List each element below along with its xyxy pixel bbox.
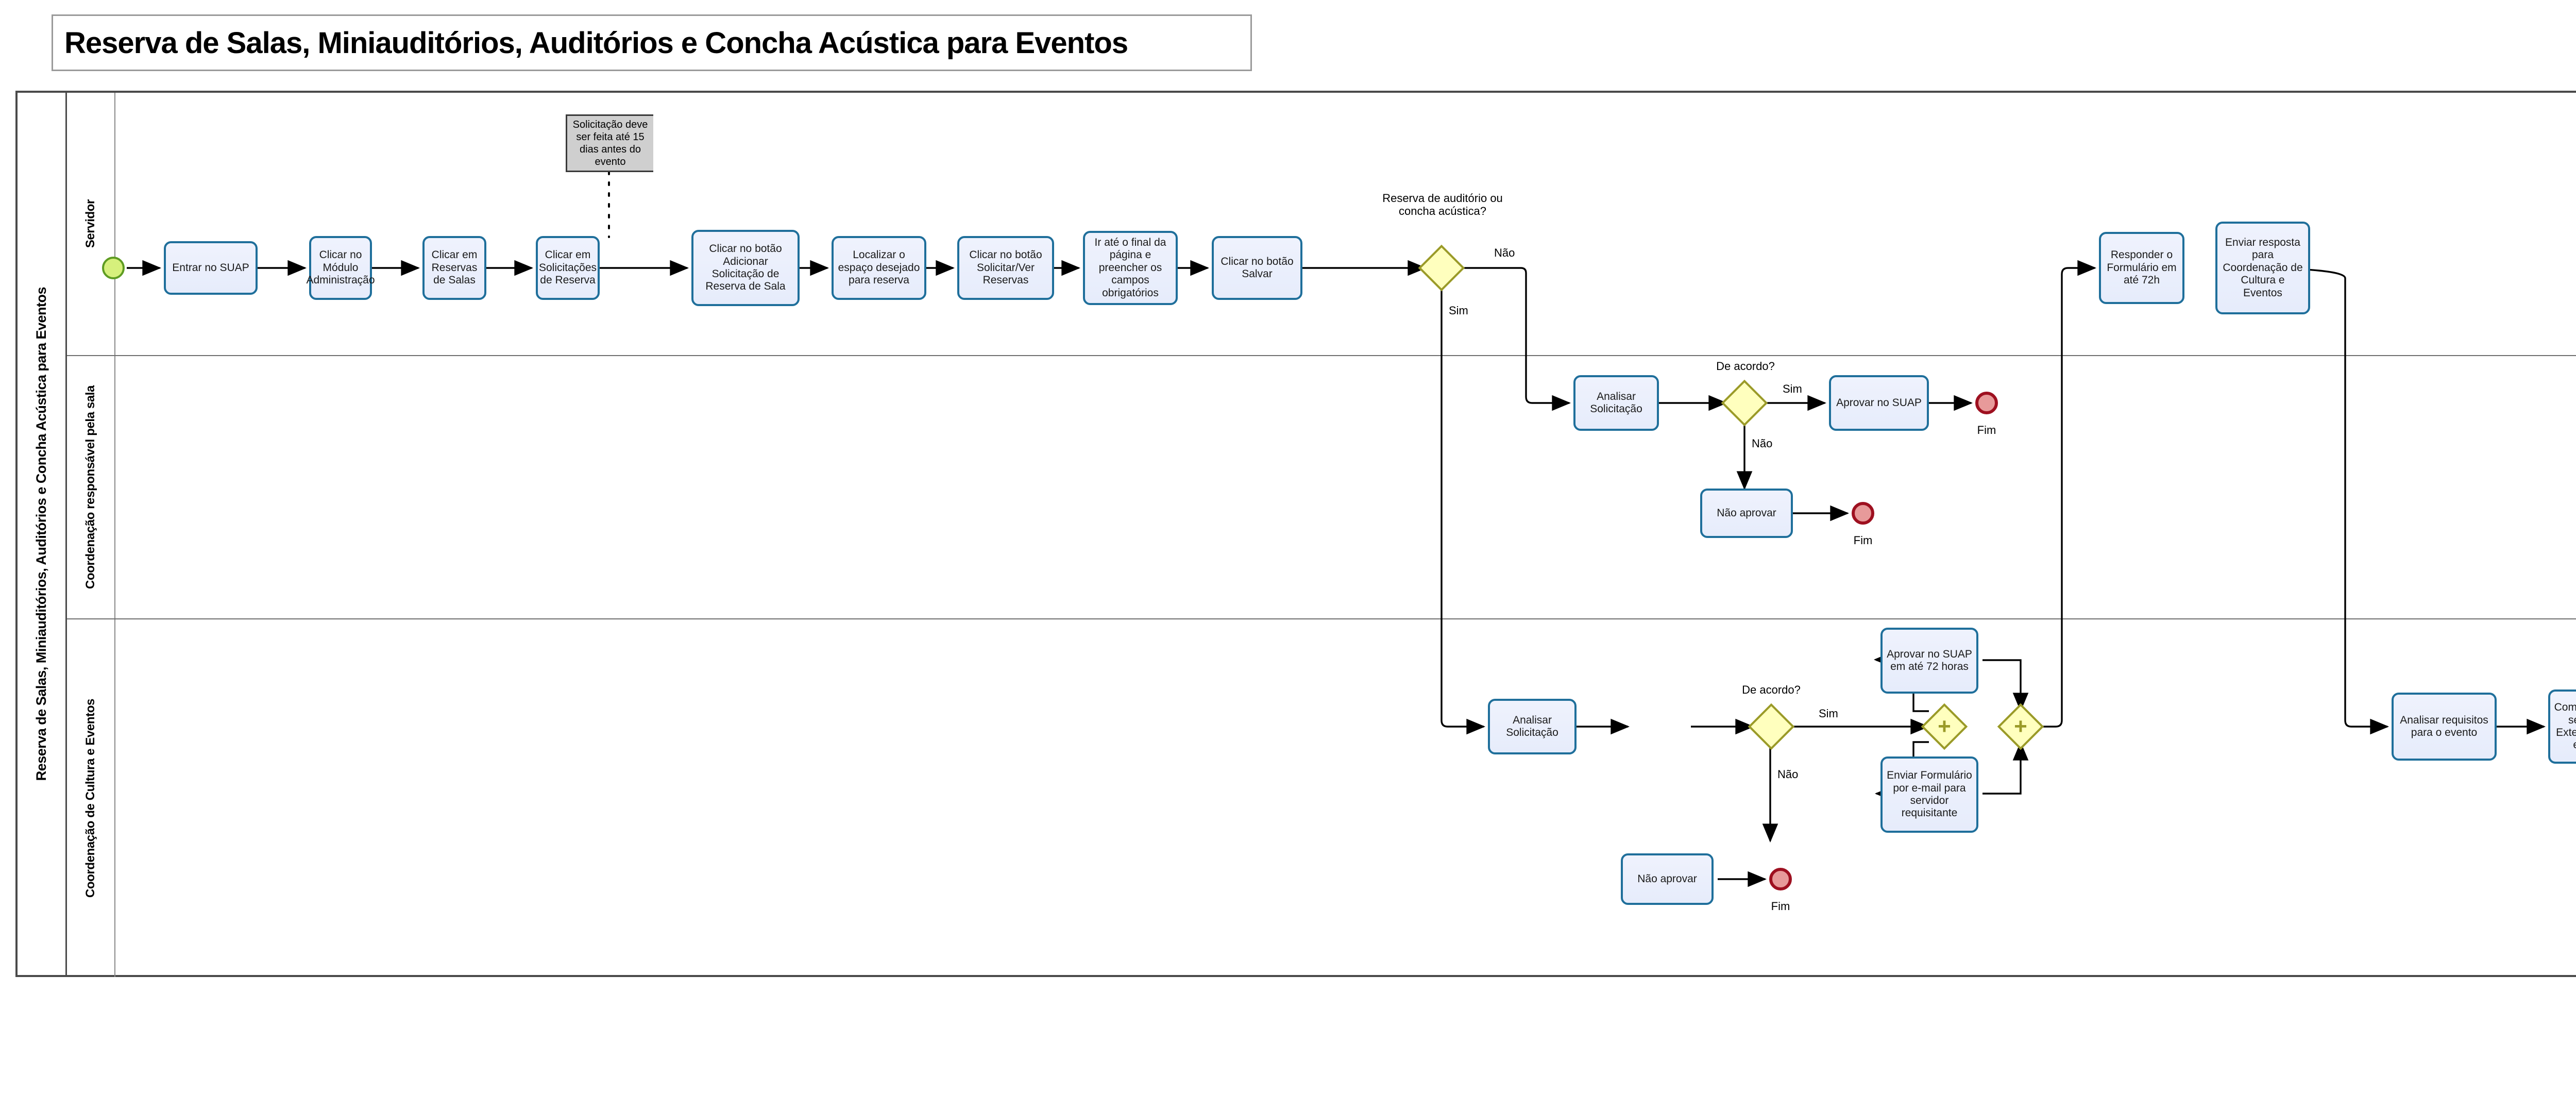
task-clicar-adicionar-solicitacao[interactable]: Clicar no botão Adicionar Solicitação de…	[691, 230, 800, 306]
end-event-aprovar-suap-label: Fim	[1977, 424, 1996, 436]
end-event-nao-aprovar-sala-label: Fim	[1853, 534, 1873, 547]
gateway-parallel-join[interactable]: +	[1997, 703, 2044, 750]
task-clicar-solicitar-ver-reservas[interactable]: Clicar no botão Solicitar/Ver Reservas	[957, 236, 1054, 300]
end-event-nao-aprovar-sala[interactable]	[1852, 502, 1874, 525]
lane-header-coordenacao-sala: Coordenação responsável pela sala	[67, 356, 115, 618]
task-analisar-requisitos-evento[interactable]: Analisar requisitos para o evento	[2392, 693, 2497, 761]
lane-header-servidor: Servidor	[67, 93, 115, 355]
flow-label-reserva-nao: Não	[1494, 246, 1515, 259]
annotation-prazo-15-dias: Solicitação deve ser feita até 15 dias a…	[566, 114, 653, 172]
lane-label-servidor: Servidor	[83, 199, 97, 248]
task-aprovar-no-suap[interactable]: Aprovar no SUAP	[1829, 375, 1929, 431]
lane-coordenacao-cultura: Coordenação de Cultura e Eventos	[67, 619, 2576, 977]
gateway-parallel-split[interactable]: +	[1921, 703, 1968, 750]
task-clicar-solicitacoes-de-reserva[interactable]: Clicar em Solicitações de Reserva	[536, 236, 600, 300]
task-preencher-campos-obrigatorios[interactable]: Ir até o final da página e preencher os …	[1083, 231, 1178, 305]
end-event-aprovar-suap[interactable]	[1975, 392, 1998, 414]
flow-label-acordo-sala-sim: Sim	[1783, 382, 1802, 395]
flow-label-acordo-sala-nao: Não	[1752, 437, 1773, 450]
flow-label-reserva-sim: Sim	[1449, 304, 1468, 317]
task-clicar-reservas-de-salas[interactable]: Clicar em Reservas de Salas	[422, 236, 486, 300]
end-event-nao-aprovar-cultura-label: Fim	[1771, 900, 1790, 913]
bpmn-pool: Reserva de Salas, Miniauditórios, Auditó…	[15, 91, 2576, 977]
task-aprovar-suap-72-horas[interactable]: Aprovar no SUAP em até 72 horas	[1880, 628, 1978, 694]
flow-label-acordo-cultura-nao: Não	[1777, 768, 1799, 781]
gateway-de-acordo-sala-label: De acordo?	[1716, 360, 1775, 373]
end-event-nao-aprovar-cultura[interactable]	[1769, 868, 1792, 890]
lane-servidor: Servidor	[67, 93, 2576, 356]
task-clicar-modulo-administracao[interactable]: Clicar no Módulo Administração	[306, 236, 375, 300]
task-enviar-formulario-email[interactable]: Enviar Formulário por e-mail para servid…	[1880, 756, 1978, 833]
lane-label-coordenacao-sala: Coordenação responsável pela sala	[83, 385, 97, 589]
task-responder-formulario-72h[interactable]: Responder o Formulário em até 72h	[2099, 232, 2184, 304]
plus-icon: +	[2014, 714, 2027, 739]
task-clicar-botao-salvar[interactable]: Clicar no botão Salvar	[1212, 236, 1302, 300]
task-entrar-no-suap[interactable]: Entrar no SUAP	[164, 241, 258, 295]
gateway-de-acordo-cultura-label: De acordo?	[1742, 683, 1801, 696]
page-title: Reserva de Salas, Miniauditórios, Auditó…	[64, 26, 1128, 60]
plus-icon: +	[1938, 714, 1951, 739]
lane-coordenacao-sala: Coordenação responsável pela sala	[67, 356, 2576, 619]
task-enviar-resposta-coordenacao[interactable]: Enviar resposta para Coordenação de Cult…	[2215, 222, 2310, 314]
task-comunicar-extensao[interactable]: Comunicar ao setor da Extensão por e-mai…	[2548, 689, 2576, 764]
gateway-reserva-auditorio[interactable]	[1418, 244, 1465, 292]
gateway-de-acordo-cultura[interactable]	[1748, 703, 1795, 750]
task-analisar-solicitacao-sala[interactable]: Analisar Solicitação	[1573, 375, 1659, 431]
gateway-reserva-auditorio-label: Reserva de auditório ou concha acústica?	[1382, 192, 1503, 218]
lane-label-coordenacao-cultura: Coordenação de Cultura e Eventos	[83, 699, 97, 898]
lane-header-coordenacao-cultura: Coordenação de Cultura e Eventos	[67, 619, 115, 977]
pool-label: Reserva de Salas, Miniauditórios, Auditó…	[33, 287, 49, 781]
task-analisar-solicitacao-cultura[interactable]: Analisar Solicitação	[1488, 699, 1577, 754]
pool-header: Reserva de Salas, Miniauditórios, Auditó…	[18, 93, 67, 975]
task-localizar-espaco[interactable]: Localizar o espaço desejado para reserva	[832, 236, 926, 300]
flow-label-acordo-cultura-sim: Sim	[1819, 707, 1838, 720]
task-nao-aprovar-cultura[interactable]: Não aprovar	[1621, 853, 1714, 905]
task-nao-aprovar-sala[interactable]: Não aprovar	[1700, 489, 1793, 538]
gateway-de-acordo-sala[interactable]	[1721, 379, 1768, 427]
start-event[interactable]	[102, 257, 125, 279]
diagram-title-box: Reserva de Salas, Miniauditórios, Auditó…	[52, 14, 1252, 71]
